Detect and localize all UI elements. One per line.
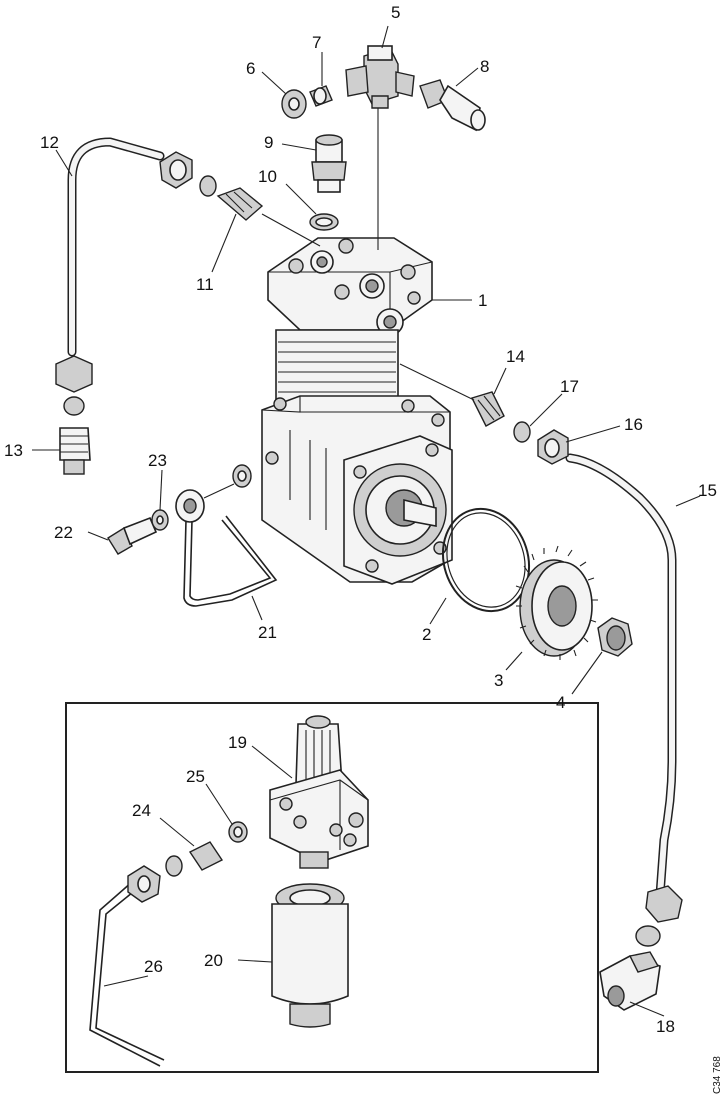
callout-labels: 5 6 7 8 9 10 11 12 13 1 14 17 16 15 23 2… — [4, 3, 717, 1036]
inset-frame — [65, 702, 599, 1073]
callout-1: 1 — [478, 291, 487, 310]
callout-6: 6 — [246, 59, 255, 78]
callout-13: 13 — [4, 441, 23, 460]
callout-9: 9 — [264, 133, 273, 152]
callout-15: 15 — [698, 481, 717, 500]
pipe-15 — [565, 453, 677, 900]
union-9 — [311, 134, 347, 193]
pipe-26 — [89, 881, 165, 1067]
pipe-21 — [183, 515, 278, 607]
washer-banjo — [232, 464, 252, 488]
callout-18: 18 — [656, 1017, 675, 1036]
sleeve-17 — [513, 421, 531, 443]
nut-12-end — [159, 151, 193, 189]
compressor-1 — [261, 237, 453, 585]
callout-19: 19 — [228, 733, 247, 752]
callout-24: 24 — [132, 801, 151, 820]
callout-25: 25 — [186, 767, 205, 786]
callout-2: 2 — [422, 625, 431, 644]
governor-19 — [269, 715, 369, 869]
callout-8: 8 — [480, 57, 489, 76]
adapter-11 — [216, 187, 321, 247]
callout-12: 12 — [40, 133, 59, 152]
tee-fitting-5 — [345, 45, 415, 250]
washer-23 — [151, 509, 169, 531]
washer-6 — [281, 89, 307, 119]
figure-code: C34 768 — [712, 1056, 723, 1094]
banjo-21 — [175, 483, 235, 523]
callout-14: 14 — [506, 347, 525, 366]
sleeve — [199, 175, 217, 197]
adapter-14 — [399, 363, 505, 427]
nut-16 — [537, 429, 569, 465]
callout-17: 17 — [560, 377, 579, 396]
callout-16: 16 — [624, 415, 643, 434]
callout-21: 21 — [258, 623, 277, 642]
valve-8 — [419, 79, 486, 132]
callout-26: 26 — [144, 957, 163, 976]
callout-4: 4 — [556, 693, 565, 712]
gear-3 — [515, 545, 598, 660]
callout-5: 5 — [391, 3, 400, 22]
bolt-22 — [107, 516, 158, 555]
callout-22: 22 — [54, 523, 73, 542]
pipe-12 — [67, 137, 165, 357]
nut-4 — [597, 617, 633, 657]
filter-20 — [271, 883, 349, 1028]
callout-7: 7 — [312, 33, 321, 52]
leader-lines — [32, 25, 701, 1017]
fitting-18 — [599, 885, 683, 1011]
washer-25 — [228, 821, 248, 843]
callout-3: 3 — [494, 671, 503, 690]
fitting-13 — [55, 355, 93, 475]
washer-10 — [309, 213, 339, 231]
nipple-7 — [309, 85, 333, 107]
gasket-2 — [441, 507, 531, 613]
callout-11: 11 — [196, 275, 214, 294]
callout-20: 20 — [204, 951, 223, 970]
callout-10: 10 — [258, 167, 277, 186]
callout-23: 23 — [148, 451, 167, 470]
adapter-24 — [127, 841, 224, 903]
